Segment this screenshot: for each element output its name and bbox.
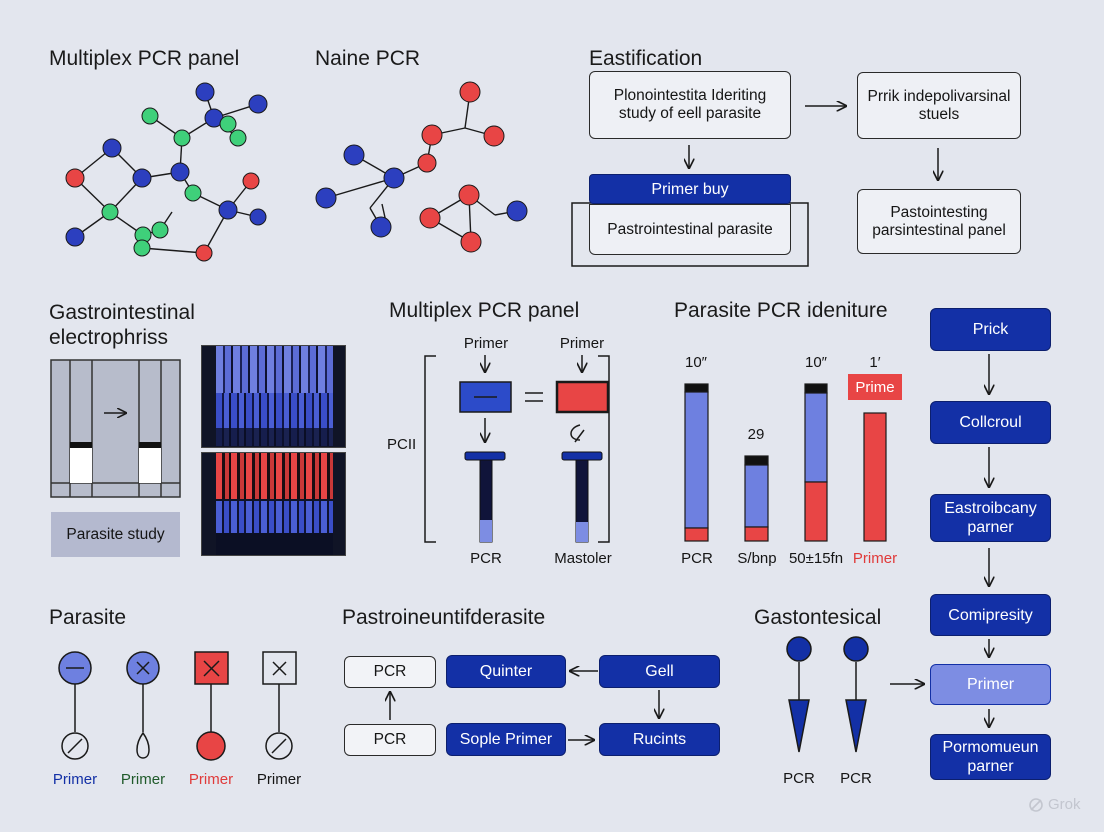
pastro-gell: Gell <box>599 655 720 688</box>
panel3-title: Eastification <box>589 47 703 70</box>
bar3-top-label: 10″ <box>805 354 827 371</box>
electro-title-line2: electrophriss <box>49 326 169 349</box>
bar2-bottom-label: S/bnp <box>737 550 777 567</box>
pastro-quinter: Quinter <box>446 655 566 688</box>
prime-highlight-badge: Prime <box>848 374 902 400</box>
gel-image-top <box>201 345 346 448</box>
bar4-top-label: 1′ <box>869 354 881 371</box>
network-nodes-1 <box>65 82 268 262</box>
pastro-title: Pastroineuntifderasite <box>342 606 546 629</box>
classification-box-1: Plonointestita Ideriting study of eell p… <box>589 71 791 139</box>
watermark-text: Grok <box>1048 796 1081 813</box>
pastro-arrows <box>390 671 659 740</box>
gasto-label-1: PCR <box>783 770 815 787</box>
grok-logo-icon <box>1029 797 1043 812</box>
electro-title-line1: Gastrointestinal <box>49 301 195 324</box>
flow-step-eastroibcany: Eastroibcany parner <box>930 494 1051 542</box>
bar4-bottom-label: Primer <box>852 550 898 567</box>
bar2-top-label: 29 <box>747 426 765 443</box>
parasite-title: Parasite <box>49 606 127 629</box>
classification-box-3: Pastrointestinal parasite <box>589 204 791 255</box>
electrophoresis-lanes <box>50 359 181 498</box>
parasite-label-1: Primer <box>52 771 98 788</box>
bar1-bottom-label: PCR <box>681 550 713 567</box>
parasite-label-4: Primer <box>256 771 302 788</box>
panel1-title: Multiplex PCR panel <box>49 47 240 70</box>
multiplex-pcr-label: PCR <box>470 550 502 567</box>
pcii-label: PCII <box>387 436 417 453</box>
primer-buy-bar: Primer buy <box>589 174 791 204</box>
flow-step-collcroul: Collcroul <box>930 401 1051 444</box>
classification-box-4: Pastointesting parsintestinal panel <box>857 189 1021 254</box>
parasite-pcr-title: Parasite PCR ideniture <box>674 299 888 322</box>
parasite-label-3: Primer <box>188 771 234 788</box>
bar1-top-label: 10″ <box>685 354 707 371</box>
flow-step-comipresity: Comipresity <box>930 594 1051 636</box>
gasto-label-2: PCR <box>840 770 872 787</box>
flow-step-pormomueun: Pormomueun parner <box>930 734 1051 780</box>
bar3-bottom-label: 50±15fn <box>788 550 844 567</box>
multiplex2-title: Multiplex PCR panel <box>389 299 580 322</box>
parasite-study-box: Parasite study <box>51 512 180 557</box>
pastro-pcr-bottom: PCR <box>344 724 436 756</box>
gel-image-bottom <box>201 452 346 556</box>
parasite-label-2: Primer <box>120 771 166 788</box>
network-nodes-2 <box>315 81 528 253</box>
flow-step-prick: Prick <box>930 308 1051 351</box>
electro-title: Gastrointestinal electrophriss <box>49 300 195 350</box>
parasite-symbols <box>58 651 297 761</box>
multiplex-diagram <box>424 355 610 543</box>
gasto-title: Gastontesical <box>754 606 882 629</box>
mastoler-label: Mastoler <box>554 550 612 567</box>
right-flow-arrows <box>890 354 989 727</box>
pastro-rucints: Rucints <box>599 723 720 756</box>
gasto-pins <box>786 636 869 753</box>
flow-step-primer: Primer <box>930 664 1051 705</box>
panel2-title: Naine PCR <box>315 47 421 70</box>
pcr-bars <box>684 383 887 542</box>
pastro-pcr-top: PCR <box>344 656 436 688</box>
classification-box-2: Prrik indepolivarsinal stuels <box>857 72 1021 139</box>
pastro-sople-primer: Sople Primer <box>446 723 566 756</box>
watermark: Grok <box>1028 796 1081 813</box>
primer-left-label: Primer <box>463 335 509 352</box>
primer-right-label: Primer <box>559 335 605 352</box>
